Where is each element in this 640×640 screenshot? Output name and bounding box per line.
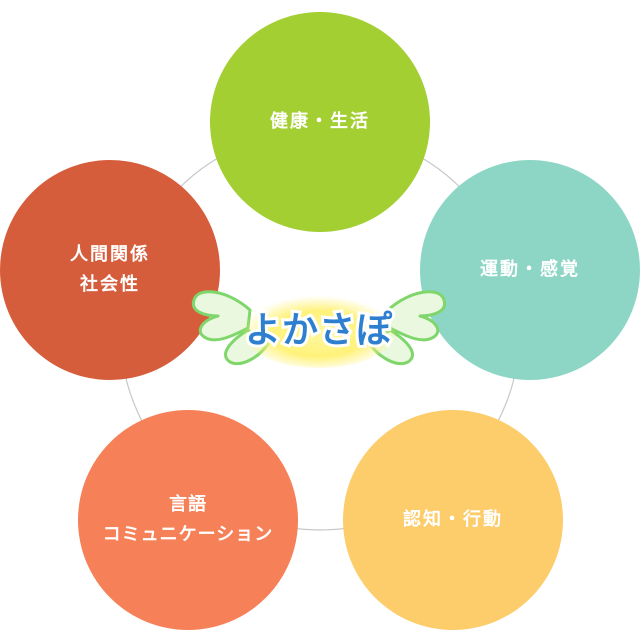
domain-circle-motor-sensory: 運動・感覚: [420, 160, 640, 380]
logo-glow: [241, 292, 397, 368]
domain-label-health-life: 健康・生活: [270, 111, 370, 132]
yokasapo-logo: よかさぽ: [191, 290, 447, 368]
domain-label-communication: コミュニケーション: [102, 524, 274, 545]
domain-label-motor-sensory: 運動・感覚: [480, 259, 580, 280]
domain-circle-health-life: 健康・生活: [210, 12, 430, 232]
domain-label-relationships: 人間関係: [70, 244, 150, 265]
domain-label-cognition-behavior: 認知・行動: [403, 509, 503, 530]
domain-circle-language-communication: 言語 コミュニケーション: [78, 410, 298, 630]
domain-label-sociality: 社会性: [80, 274, 140, 295]
domain-label-language: 言語: [169, 494, 207, 515]
domain-circle-cognition-behavior: 認知・行動: [343, 410, 563, 630]
logo-text: よかさぽ: [245, 309, 393, 351]
domain-circle-relationships-sociality: 人間関係 社会性: [0, 160, 220, 380]
